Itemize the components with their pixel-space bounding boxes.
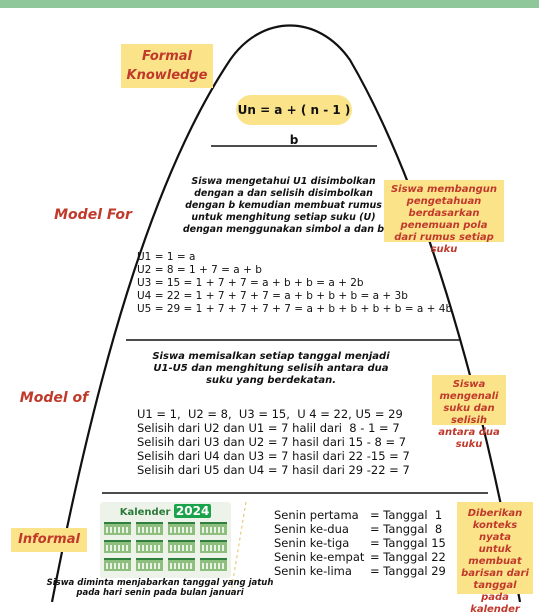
informal-caption: Siswa diminta menjabarkan tanggal yang j… xyxy=(46,578,274,598)
informal-row-2-day: Senin ke-dua xyxy=(274,522,349,536)
informal-row-4-day: Senin ke-empat xyxy=(274,550,365,564)
model-for-line-4: U4 = 22 = 1 + 7 + 7 + 7 = a + b + b + b … xyxy=(137,290,408,302)
calendar-image: Kalender 2024 xyxy=(100,502,231,578)
model-of-line-5: Selisih dari U5 dan U4 = 7 hasil dari 29… xyxy=(137,463,410,477)
model-for-line-2: U2 = 8 = 1 + 7 = a + b xyxy=(137,264,262,276)
model-of-line-1: U1 = 1, U2 = 8, U3 = 15, U 4 = 22, U5 = … xyxy=(137,407,403,421)
calendar-month xyxy=(168,540,195,553)
informal-note: Diberikan konteks nyata untuk membuat ba… xyxy=(457,502,533,615)
calendar-month xyxy=(104,540,131,553)
informal-row-1-day: Senin pertama xyxy=(274,508,359,522)
iceberg-outline xyxy=(50,24,522,602)
calendar-month xyxy=(200,522,227,535)
informal-row-2-date: = Tanggal 8 xyxy=(370,522,443,536)
calendar-title-text: Kalender xyxy=(119,507,171,518)
formal-formula: Un = a + ( n - 1 ) b xyxy=(236,95,352,147)
model-for-line-3: U3 = 15 = 1 + 7 + 7 = a + b + b = a + 2b xyxy=(137,277,364,289)
level-label-model-of: Model of xyxy=(19,390,89,406)
level-label-model-for: Model For xyxy=(54,207,132,223)
calendar-month xyxy=(200,558,227,571)
calendar-title: Kalender 2024 xyxy=(100,504,231,518)
informal-row-3-date: = Tanggal 15 xyxy=(370,536,446,550)
model-for-description: Siswa mengetahui U1 disimbolkan dengan a… xyxy=(182,176,385,235)
calendar-year: 2024 xyxy=(173,504,212,518)
header-band xyxy=(0,0,539,8)
calendar-month xyxy=(104,558,131,571)
model-of-line-4: Selisih dari U4 dan U3 = 7 hasil dari 22… xyxy=(137,449,410,463)
level-label-formal-line1: Formal xyxy=(142,49,192,64)
model-of-description: Siswa memisalkan setiap tanggal menjadi … xyxy=(152,351,390,386)
calendar-month xyxy=(200,540,227,553)
calendar-month xyxy=(136,558,163,571)
calendar-month xyxy=(168,558,195,571)
calendar-month xyxy=(168,522,195,535)
informal-row-1-date: = Tanggal 1 xyxy=(370,508,443,522)
level-label-informal: Informal xyxy=(11,528,87,552)
model-of-line-2: Selisih dari U2 dan U1 = 7 halil dari 8 … xyxy=(137,421,400,435)
model-for-note: Siswa membangun pengetahuan berdasarkan … xyxy=(384,180,504,255)
informal-row-5-day: Senin ke-lima xyxy=(274,564,352,578)
informal-row-5-date: = Tanggal 29 xyxy=(370,564,446,578)
level-label-formal: Formal Knowledge xyxy=(121,44,213,88)
model-of-note: Siswa mengenali suku dan selisih antara … xyxy=(432,375,506,450)
calendar-month xyxy=(136,522,163,535)
informal-row-4-date: = Tanggal 22 xyxy=(370,550,446,564)
model-for-line-5: U5 = 29 = 1 + 7 + 7 + 7 + 7 = a + b + b … xyxy=(137,303,453,315)
calendar-month xyxy=(136,540,163,553)
iceberg-shape xyxy=(0,0,539,602)
level-label-formal-line2: Knowledge xyxy=(126,68,208,83)
informal-row-3-day: Senin ke-tiga xyxy=(274,536,350,550)
model-for-line-1: U1 = 1 = a xyxy=(137,251,196,263)
calendar-month xyxy=(104,522,131,535)
model-of-line-3: Selisih dari U3 dan U2 = 7 hasil dari 15… xyxy=(137,435,407,449)
